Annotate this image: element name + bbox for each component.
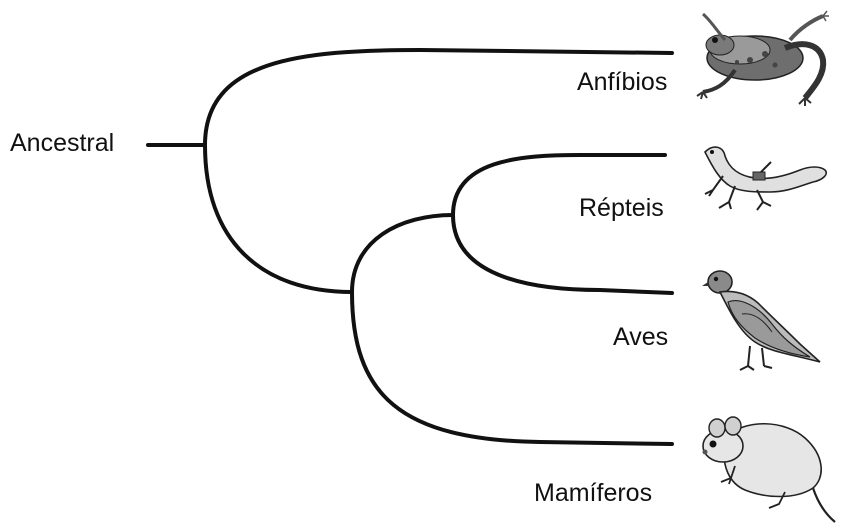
branch-aves — [451, 213, 674, 295]
taxon-label-mamiferos: Mamíferos — [534, 479, 653, 507]
taxon-label-repteis: Répteis — [579, 194, 664, 222]
lizard-icon — [704, 146, 828, 211]
mouse-icon — [702, 416, 836, 523]
frog-icon — [696, 10, 829, 106]
root-label: Ancestral — [10, 129, 115, 157]
pigeon-icon — [702, 270, 821, 371]
taxon-label-aves: Aves — [613, 323, 669, 351]
branch-mamiferos — [350, 290, 674, 446]
branch-reptile-bird-clade — [350, 213, 455, 294]
branch-inner-clade — [203, 143, 354, 294]
branch-repteis — [451, 153, 667, 217]
branch-anfibios — [203, 47, 674, 147]
taxon-label-anfibios: Anfíbios — [577, 68, 668, 96]
